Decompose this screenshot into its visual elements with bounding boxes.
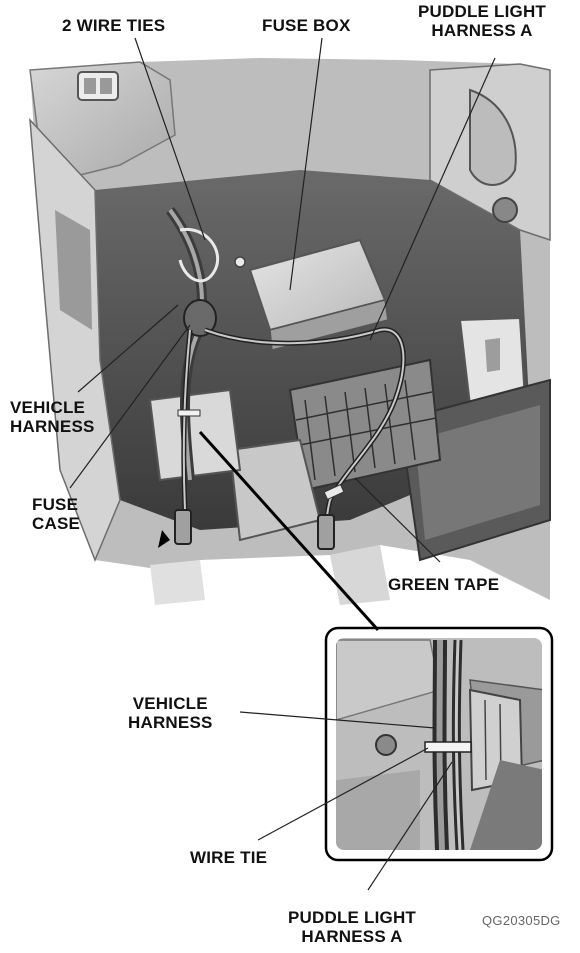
puddle-light-harness-a-bottom-line2: HARNESS A bbox=[301, 927, 403, 946]
vehicle-harness-line1: VEHICLE bbox=[10, 398, 86, 417]
vehicle-harness-label: VEHICLE HARNESS bbox=[10, 398, 95, 436]
puddle-light-harness-a-top-line2: HARNESS A bbox=[431, 21, 533, 40]
fuse-case-line2: CASE bbox=[32, 514, 81, 533]
puddle-light-harness-a-bottom-label: PUDDLE LIGHT HARNESS A bbox=[288, 908, 416, 946]
figure-code: QG20305DG bbox=[482, 913, 561, 928]
puddle-light-harness-a-bottom-line1: PUDDLE LIGHT bbox=[288, 908, 417, 927]
fuse-case-line1: FUSE bbox=[32, 495, 79, 514]
puddle-light-harness-a-top-label: PUDDLE LIGHT HARNESS A bbox=[418, 2, 546, 40]
inset-vehicle-harness-line2: HARNESS bbox=[128, 713, 213, 732]
green-tape-label: GREEN TAPE bbox=[388, 575, 500, 594]
vehicle-harness-line2: HARNESS bbox=[10, 417, 95, 436]
fuse-case-label: FUSE CASE bbox=[32, 495, 80, 533]
puddle-light-harness-a-top-line1: PUDDLE LIGHT bbox=[418, 2, 547, 21]
inset-vehicle-harness-line1: VEHICLE bbox=[132, 694, 208, 713]
wire-tie-label: WIRE TIE bbox=[190, 848, 268, 867]
leader-lines bbox=[69, 37, 496, 891]
inset-vehicle-harness-label: VEHICLE HARNESS bbox=[128, 694, 213, 732]
inset-detail bbox=[324, 626, 554, 862]
fuse-box-label: FUSE BOX bbox=[262, 16, 351, 35]
main-photo bbox=[29, 58, 551, 605]
wire-ties-label: 2 WIRE TIES bbox=[62, 16, 166, 35]
